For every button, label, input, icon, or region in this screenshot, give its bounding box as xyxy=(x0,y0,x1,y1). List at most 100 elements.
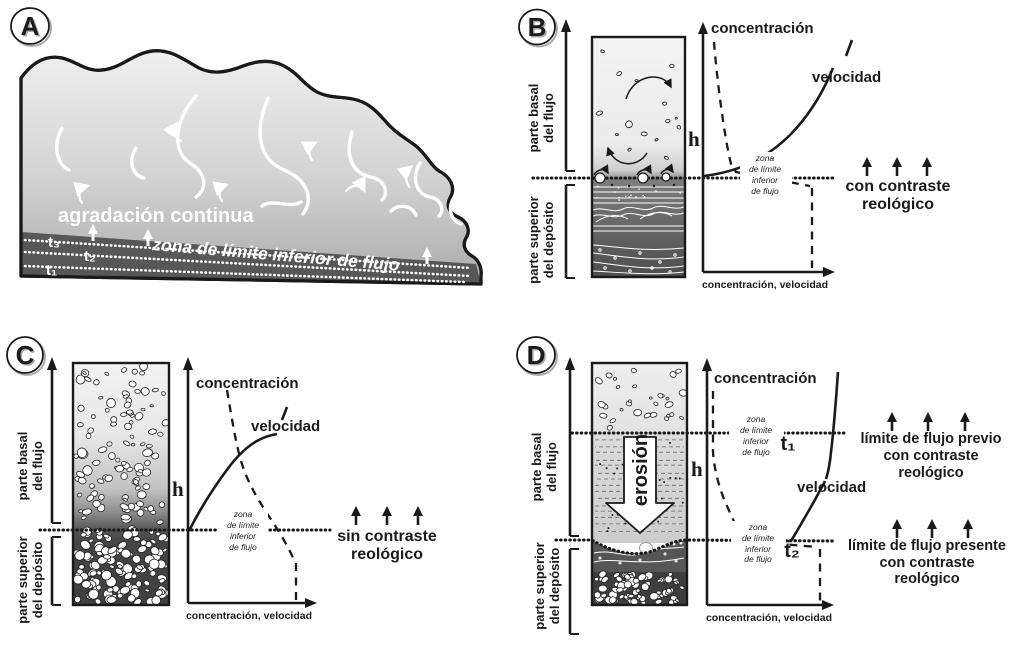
xaxis-label: concentración, velocidad xyxy=(186,610,312,622)
deposit-axis-label-line2: del depósito xyxy=(547,548,562,625)
concentration-axis-title: concentración xyxy=(711,20,814,37)
panel-b-badge-letter-shadow: B xyxy=(529,14,548,44)
height-axis xyxy=(565,357,579,635)
zona-lower-bg xyxy=(731,521,786,566)
zona-upper-line2: de límite xyxy=(740,425,772,435)
up-arrow-icon xyxy=(88,224,98,241)
column-b-fill xyxy=(592,37,685,277)
up-arrow-icon xyxy=(887,412,897,431)
eddy-arrows xyxy=(606,76,672,165)
up-arrow-icon xyxy=(922,157,932,176)
zona-upper-line3: inferior xyxy=(743,436,770,446)
velocity-curve-upper-tick xyxy=(280,406,289,421)
up-arrow-icon xyxy=(862,157,872,176)
column-b-border xyxy=(590,35,687,279)
column-c-pebbles-medium xyxy=(74,443,166,525)
zona-label-line3: inferior xyxy=(230,531,257,541)
concentration-axis-title: concentración xyxy=(196,375,299,392)
panel-a: A A agrad xyxy=(10,7,483,286)
deposit-axis-label-line1: parte superior xyxy=(526,196,541,283)
up-arrow-icon xyxy=(927,519,937,538)
deposit-axis-label-line1: parte superior xyxy=(15,536,30,623)
previous-boundary-line1: límite de flujo previo xyxy=(861,431,1002,447)
zona-label-line3: inferior xyxy=(752,175,779,185)
concentration-curve xyxy=(712,41,811,188)
panel-a-badge: A A xyxy=(10,7,52,47)
t1-time-label: t₁ xyxy=(781,433,796,455)
t2-time-label: t₂ xyxy=(784,540,800,562)
velocity-curve-lower xyxy=(776,480,827,543)
up-arrow-icon xyxy=(923,412,933,431)
zona-label-line1: zona xyxy=(233,509,253,519)
column-d-pebbles-packed xyxy=(593,570,685,604)
rolling-clasts xyxy=(593,163,676,188)
erosion-label: erosión xyxy=(630,434,652,506)
column-d-top-clasts xyxy=(594,367,686,431)
up-arrow-icon xyxy=(892,157,902,176)
xaxis-label: concentración, velocidad xyxy=(706,612,832,624)
deposit-axis-label-line2: del depósito xyxy=(541,202,556,279)
panel-a-badge-letter: A xyxy=(21,11,40,41)
panel-d-badge-letter: D xyxy=(527,340,546,370)
velocity-curve xyxy=(703,67,835,178)
flow-axis-label-line2: del flujo xyxy=(544,442,559,492)
flow-axis-label-line1: parte basal xyxy=(15,432,30,501)
panel-a-badge-letter-shadow: A xyxy=(22,13,41,43)
height-axis xyxy=(561,19,575,279)
contrast-annotation-line1: sin contraste xyxy=(337,528,437,545)
up-arrow-icon xyxy=(143,229,153,246)
contrast-arrows xyxy=(351,506,423,525)
t2-label: t₂ xyxy=(84,248,96,265)
velocity-label: velocidad xyxy=(797,479,866,496)
zona-upper-bg xyxy=(729,413,784,459)
panel-b: B B parte basal del flujo parte superior… xyxy=(518,8,951,291)
t1-label: t₁ xyxy=(46,262,57,279)
up-arrow-icon xyxy=(351,506,361,525)
zona-lower-line1: zona xyxy=(748,522,768,532)
deposit-axis-label-line1: parte superior xyxy=(532,542,547,629)
zona-upper-line4: de flujo xyxy=(742,447,770,457)
height-axis xyxy=(47,357,61,606)
deposit-axis-label-line2: del depósito xyxy=(30,542,45,619)
previous-boundary-line3: reológico xyxy=(898,465,963,481)
t3-label: t₃ xyxy=(48,234,60,251)
zona-label-line4: de flujo xyxy=(751,186,779,196)
velocity-curve-upper xyxy=(824,371,840,480)
velocity-curve-upper-tick xyxy=(844,39,854,57)
zona-label-line1: zona xyxy=(755,153,775,163)
column-d-darkband xyxy=(592,540,687,574)
panel-b-badge: B B xyxy=(518,8,558,48)
graph-b-axes xyxy=(698,22,835,277)
up-arrow-icon xyxy=(963,519,973,538)
zona-upper-line1: zona xyxy=(746,414,766,424)
erosion-arrow: erosión xyxy=(605,434,675,534)
zona-lower-line2: de límite xyxy=(742,533,774,543)
column-b-laminae xyxy=(593,186,684,275)
flow-swirls xyxy=(55,94,463,226)
panel-c-badge-letter-shadow: C xyxy=(17,342,36,372)
present-boundary-arrows xyxy=(892,519,973,538)
t3-dotted-line xyxy=(23,238,472,270)
concentration-curve xyxy=(711,391,743,539)
contrast-annotation-line2: reológico xyxy=(351,546,423,563)
up-arrow-icon xyxy=(382,506,392,525)
h-label: h xyxy=(172,477,184,501)
panel-d-badge: D D xyxy=(516,336,558,376)
panel-c-badge: C C xyxy=(6,336,46,376)
h-label: h xyxy=(691,457,703,481)
contrast-annotation-line2: reológico xyxy=(862,196,934,213)
zona-label-line2: de límite xyxy=(749,164,781,174)
up-arrow-icon xyxy=(960,412,970,431)
zona-label-line2: de límite xyxy=(227,520,259,530)
flow-mass-outline xyxy=(19,49,483,286)
velocity-label: velocidad xyxy=(251,418,320,435)
zona-lower-line4: de flujo xyxy=(744,554,772,564)
present-boundary-line1: límite de flujo presente xyxy=(848,538,1006,554)
up-arrow-icon xyxy=(413,506,423,525)
up-arrow-icon xyxy=(892,519,902,538)
column-c-border xyxy=(71,361,171,607)
flow-axis-label-line2: del flujo xyxy=(30,441,45,491)
panel-d: D D parte basal del flujo parte superior… xyxy=(516,336,1006,635)
